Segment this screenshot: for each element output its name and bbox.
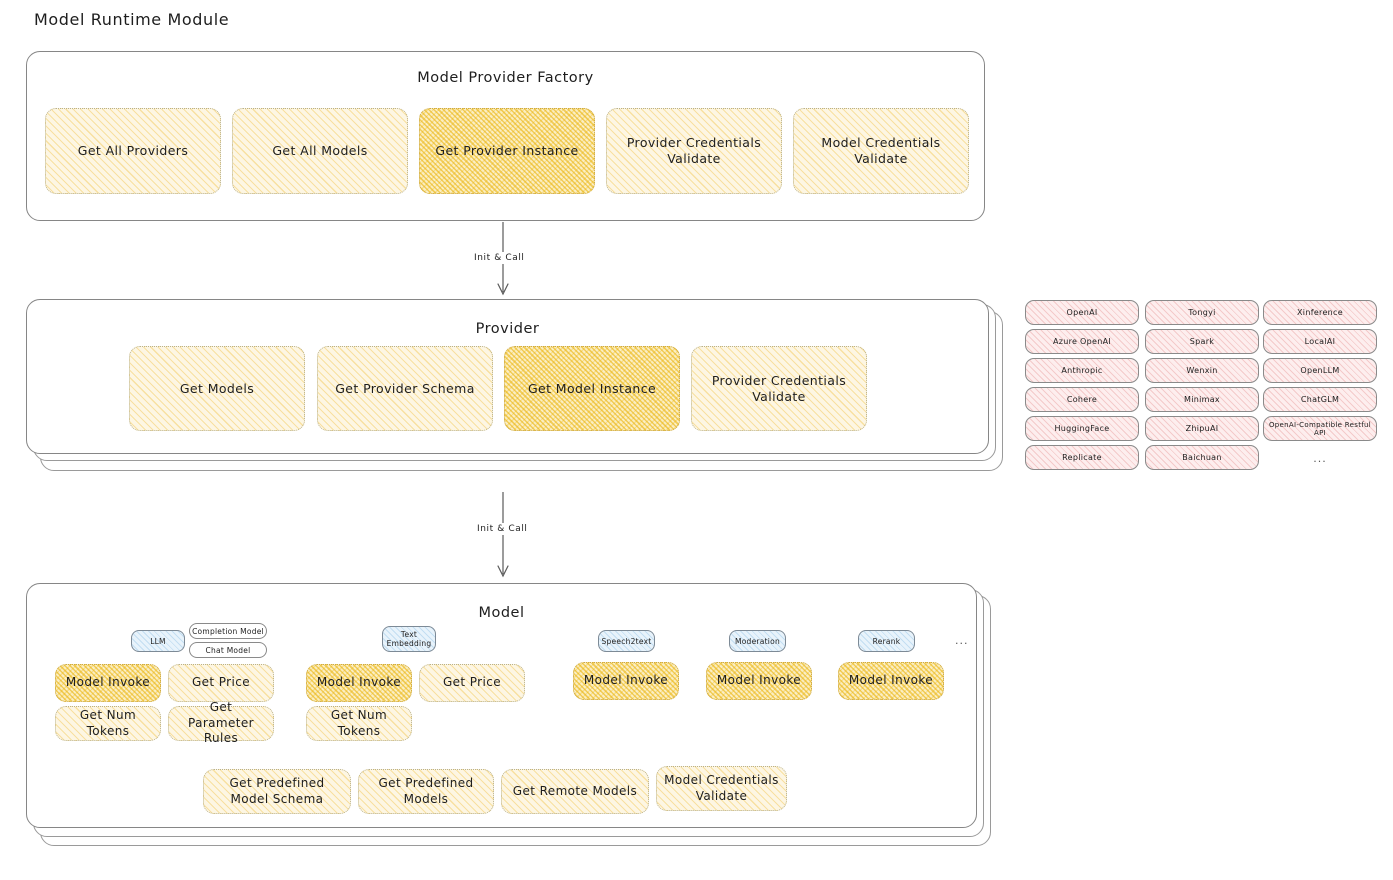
node-llm-get-price[interactable]: Get Price <box>168 664 274 702</box>
provider-chip-wenxin[interactable]: Wenxin <box>1145 358 1259 383</box>
provider-chip-openai[interactable]: OpenAI <box>1025 300 1139 325</box>
provider-chip-openllm[interactable]: OpenLLM <box>1263 358 1377 383</box>
provider-chip-replicate[interactable]: Replicate <box>1025 445 1139 470</box>
provider-chip-anthropic[interactable]: Anthropic <box>1025 358 1139 383</box>
provider-list-ellipsis: ... <box>1313 452 1327 465</box>
panel-model: Model LLM Completion Model Chat Model Mo… <box>26 583 977 828</box>
badge-speech2text[interactable]: Speech2text <box>598 630 655 652</box>
node-provider-credentials-validate-2[interactable]: Provider Credentials Validate <box>691 346 867 431</box>
node-text-embedding-get-num-tokens[interactable]: Get Num Tokens <box>306 706 412 741</box>
panel-title-model: Model <box>478 605 525 621</box>
provider-chip-spark[interactable]: Spark <box>1145 329 1259 354</box>
provider-chip-xinference[interactable]: Xinference <box>1263 300 1377 325</box>
page-title: Model Runtime Module <box>34 10 230 29</box>
node-get-model-instance[interactable]: Get Model Instance <box>504 346 680 431</box>
node-llm-get-num-tokens[interactable]: Get Num Tokens <box>55 706 161 741</box>
node-moderation-model-invoke[interactable]: Model Invoke <box>706 662 812 700</box>
provider-chip-baichuan[interactable]: Baichuan <box>1145 445 1259 470</box>
node-speech2text-model-invoke[interactable]: Model Invoke <box>573 662 679 700</box>
node-get-models[interactable]: Get Models <box>129 346 305 431</box>
provider-chip-tongyi[interactable]: Tongyi <box>1145 300 1259 325</box>
badge-llm[interactable]: LLM <box>131 630 185 652</box>
node-get-remote-models[interactable]: Get Remote Models <box>501 769 649 814</box>
node-provider-credentials-validate[interactable]: Provider Credentials Validate <box>606 108 782 194</box>
arrow-provider-to-model <box>497 492 509 578</box>
node-get-provider-instance[interactable]: Get Provider Instance <box>419 108 595 194</box>
provider-chip-zhipuai[interactable]: ZhipuAI <box>1145 416 1259 441</box>
provider-chip-minimax[interactable]: Minimax <box>1145 387 1259 412</box>
panel-title-factory: Model Provider Factory <box>417 70 594 86</box>
node-model-credentials-validate[interactable]: Model Credentials Validate <box>793 108 969 194</box>
provider-chip-azure-openai[interactable]: Azure OpenAI <box>1025 329 1139 354</box>
provider-chip-cohere[interactable]: Cohere <box>1025 387 1139 412</box>
badge-text-embedding[interactable]: Text Embedding <box>382 626 436 652</box>
node-get-all-models[interactable]: Get All Models <box>232 108 408 194</box>
badge-chat-model[interactable]: Chat Model <box>189 642 267 658</box>
badge-moderation[interactable]: Moderation <box>729 630 786 652</box>
node-get-predefined-models[interactable]: Get Predefined Models <box>358 769 494 814</box>
node-get-all-providers[interactable]: Get All Providers <box>45 108 221 194</box>
node-llm-get-parameter-rules[interactable]: Get Parameter Rules <box>168 700 274 745</box>
node-text-embedding-model-invoke[interactable]: Model Invoke <box>306 664 412 702</box>
node-text-embedding-get-price[interactable]: Get Price <box>419 664 525 702</box>
provider-chip-localai[interactable]: LocalAI <box>1263 329 1377 354</box>
provider-chip-huggingface[interactable]: HuggingFace <box>1025 416 1139 441</box>
panel-provider: Provider Get Models Get Provider Schema … <box>26 299 989 454</box>
arrow-label-init-call-1: Init & Call <box>470 252 529 264</box>
arrow-label-init-call-2: Init & Call <box>473 523 532 535</box>
node-get-provider-schema[interactable]: Get Provider Schema <box>317 346 493 431</box>
provider-chip-chatglm[interactable]: ChatGLM <box>1263 387 1377 412</box>
provider-chip-openai-compatible-restful-api[interactable]: OpenAI-Compatible Restful API <box>1263 416 1377 441</box>
panel-model-provider-factory: Model Provider Factory Get All Providers… <box>26 51 985 221</box>
node-rerank-model-invoke[interactable]: Model Invoke <box>838 662 944 700</box>
node-llm-model-invoke[interactable]: Model Invoke <box>55 664 161 702</box>
model-groups-ellipsis: ... <box>955 634 969 647</box>
badge-rerank[interactable]: Rerank <box>858 630 915 652</box>
badge-completion-model[interactable]: Completion Model <box>189 623 267 639</box>
panel-title-provider: Provider <box>475 321 540 337</box>
node-get-predefined-model-schema[interactable]: Get Predefined Model Schema <box>203 769 351 814</box>
node-model-credentials-validate-2[interactable]: Model Credentials Validate <box>656 766 787 811</box>
